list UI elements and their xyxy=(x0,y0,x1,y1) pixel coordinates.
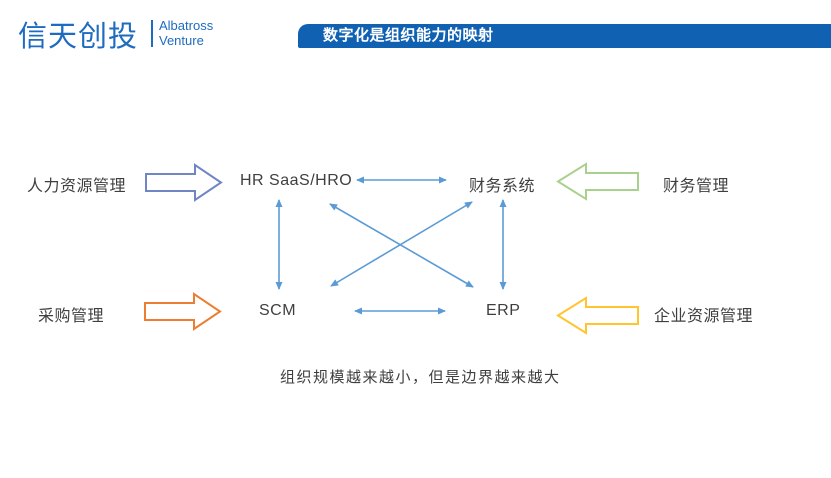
label-enterprise-resource-management: 企业资源管理 xyxy=(654,308,754,325)
slide-title-banner: 数字化是组织能力的映射 xyxy=(298,24,831,48)
label-procurement-management: 采购管理 xyxy=(38,308,105,325)
logo-en-line2: Venture xyxy=(159,32,204,48)
block-arrow-right-hr-icon xyxy=(145,163,223,202)
block-arrow-left-finance-icon xyxy=(556,162,639,201)
arrow-scm-to-finance-diagonal xyxy=(330,201,473,287)
slide-caption: 组织规模越来越小，但是边界越来越大 xyxy=(280,369,561,386)
node-finance-system: 财务系统 xyxy=(469,178,536,195)
arrow-hr-to-erp-diagonal xyxy=(329,203,474,288)
logo-en-line1: Albatross xyxy=(159,18,214,33)
label-hr-management: 人力资源管理 xyxy=(27,178,127,195)
block-arrow-left-erm-icon xyxy=(556,296,639,335)
label-finance-management: 财务管理 xyxy=(663,178,730,195)
node-erp: ERP xyxy=(486,302,521,319)
block-arrow-right-procurement-icon xyxy=(144,292,222,331)
logo-en-text: Albatross Venture xyxy=(159,18,214,48)
logo-divider xyxy=(151,20,153,47)
node-scm: SCM xyxy=(259,302,297,319)
node-hr-saas: HR SaaS/HRO xyxy=(240,172,353,189)
logo-cn-text: 信天创投 xyxy=(18,21,139,53)
